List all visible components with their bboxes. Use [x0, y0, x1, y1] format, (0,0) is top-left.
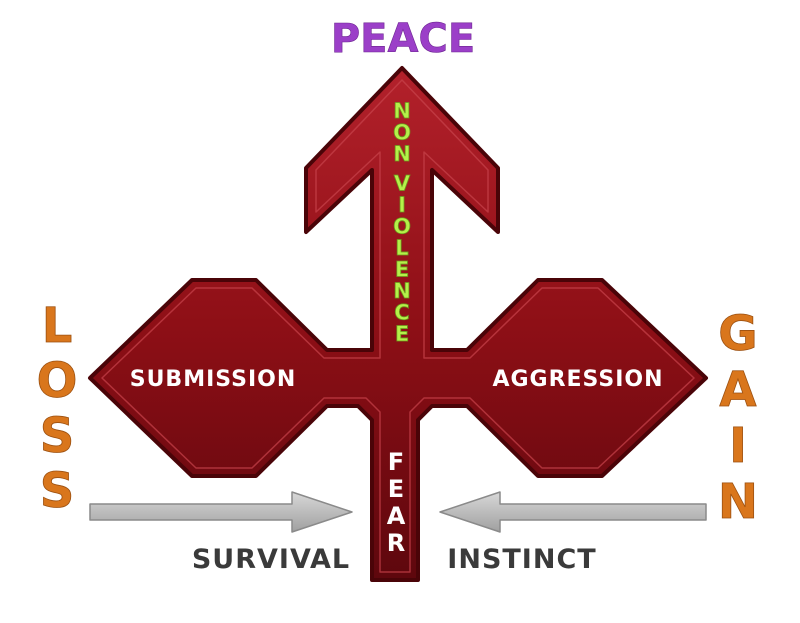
- fear-letter: A: [387, 502, 406, 530]
- nv-letter: C: [394, 301, 409, 325]
- grey-arrow-left: [439, 491, 707, 533]
- aggression-label: AGGRESSION: [492, 367, 663, 392]
- nv-letter: N: [393, 99, 411, 123]
- title-peace: PEACE: [331, 16, 475, 62]
- survival-label: SURVIVAL: [192, 544, 350, 575]
- gain-letter: I: [729, 418, 747, 474]
- three-way-arrow-inner-bevel: [101, 79, 695, 573]
- gain-letter: N: [718, 474, 758, 530]
- loss-letter: S: [40, 408, 75, 464]
- loss-letter: O: [37, 353, 78, 409]
- fear-letter: F: [388, 448, 404, 476]
- nv-letter: V: [394, 172, 411, 196]
- nv-letter: O: [393, 215, 411, 239]
- instinct-label: INSTINCT: [447, 544, 596, 575]
- nv-letter: I: [398, 193, 406, 217]
- nv-letter: L: [395, 236, 408, 260]
- fear-letter: E: [388, 475, 404, 503]
- nv-letter: E: [395, 258, 409, 282]
- gain-letter: A: [719, 362, 756, 418]
- three-way-arrow-body: [88, 66, 708, 582]
- nv-letter: O: [393, 121, 411, 145]
- three-way-arrow: [88, 66, 708, 582]
- loss-letter: L: [42, 298, 73, 354]
- nv-letter: N: [393, 142, 411, 166]
- grey-arrow-right: [89, 491, 353, 533]
- submission-label: SUBMISSION: [130, 367, 297, 392]
- loss-letter: S: [40, 463, 75, 519]
- nv-letter: E: [395, 322, 409, 346]
- fear-letter: R: [387, 529, 405, 557]
- gain-letter: G: [718, 306, 757, 362]
- nv-letter: N: [393, 279, 411, 303]
